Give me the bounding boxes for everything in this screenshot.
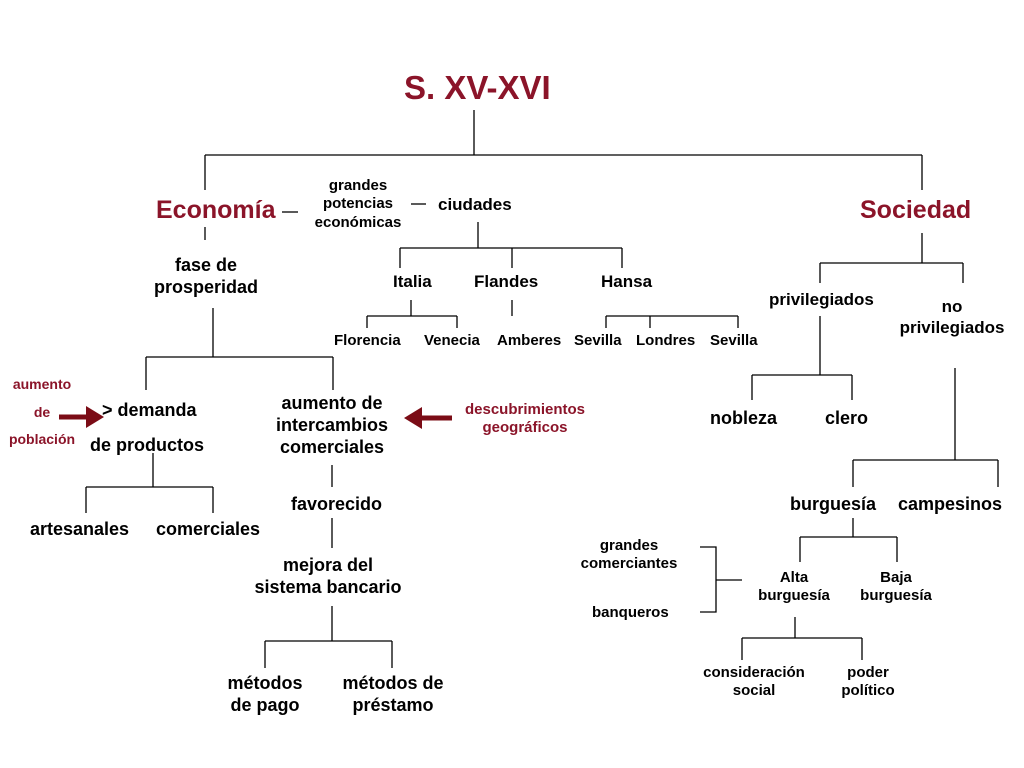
- grandes-comerciantes-node: grandes comerciantes: [580, 537, 678, 573]
- economia-heading: Economía: [156, 196, 276, 224]
- burguesia-node: burguesía: [790, 494, 877, 514]
- alta-burguesia-node: Alta burguesía: [758, 569, 830, 605]
- consideracion-social-node: consideración social: [703, 664, 805, 700]
- grandes-potencias-node: grandes potencias económicas: [314, 177, 402, 231]
- sociedad-heading: Sociedad: [860, 196, 972, 224]
- city-amberes: Amberes: [497, 332, 562, 349]
- city-venecia: Venecia: [424, 332, 480, 349]
- region-italia: Italia: [393, 272, 432, 291]
- favorecido-node: favorecido: [291, 494, 383, 514]
- metodos-pago-node: métodos de pago: [227, 673, 303, 715]
- region-hansa: Hansa: [601, 272, 653, 291]
- campesinos-node: campesinos: [898, 494, 1003, 514]
- region-flandes: Flandes: [474, 272, 539, 291]
- nobleza-node: nobleza: [710, 408, 778, 428]
- comerciales-node: comerciales: [156, 519, 261, 539]
- city-londres: Londres: [636, 332, 696, 349]
- descubrimientos-node: descubrimientos geográficos: [464, 401, 586, 437]
- intercambios-node: aumento de intercambios comerciales: [275, 393, 389, 457]
- city-sevilla: Sevilla: [574, 332, 622, 349]
- clero-node: clero: [825, 408, 869, 428]
- aumento-poblacion-node: aumento de población: [8, 376, 76, 448]
- ciudades-node: ciudades: [438, 195, 512, 214]
- fase-prosperidad-node: fase de prosperidad: [153, 255, 259, 297]
- mejora-bancario-node: mejora del sistema bancario: [254, 555, 402, 597]
- demanda-node: > demanda de productos: [90, 400, 205, 456]
- city-florencia: Florencia: [334, 332, 401, 349]
- banqueros-node: banqueros: [592, 604, 669, 621]
- artesanales-node: artesanales: [30, 519, 130, 539]
- privilegiados-node: privilegiados: [769, 290, 874, 309]
- poder-politico-node: poder político: [841, 664, 895, 700]
- no-privilegiados-node: no privilegiados: [899, 297, 1005, 337]
- city-sevilla-2: Sevilla: [710, 332, 758, 349]
- baja-burguesia-node: Baja burguesía: [860, 569, 932, 605]
- metodos-prestamo-node: métodos de préstamo: [342, 673, 444, 715]
- page-title: S. XV-XVI: [404, 69, 551, 106]
